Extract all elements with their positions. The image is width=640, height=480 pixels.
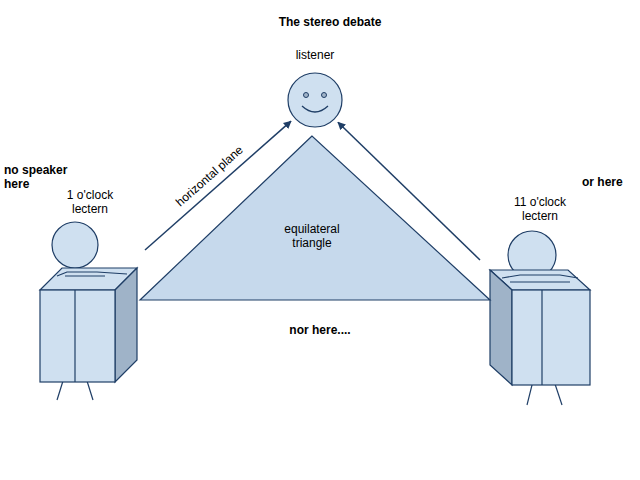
node-shape bbox=[480, 225, 600, 410]
note-label: no speaker here bbox=[4, 163, 78, 191]
label-wrap: no speaker here bbox=[4, 163, 78, 191]
edge-label: horizontal plane bbox=[171, 141, 247, 210]
lectern-figure: 11 o'clock lectern bbox=[480, 195, 600, 405]
node-shape bbox=[287, 72, 343, 128]
note-label: or here bbox=[582, 175, 638, 189]
node-shape bbox=[35, 218, 145, 403]
title-wrap: The stereo debate bbox=[200, 15, 460, 29]
node-text: 11 o'clock lectern bbox=[500, 195, 580, 223]
node-text: listener bbox=[257, 48, 373, 62]
listener-head: listener bbox=[287, 72, 343, 128]
node-text: equilateral triangle bbox=[267, 222, 357, 250]
lectern-figure: 1 o'clock lectern bbox=[35, 188, 145, 403]
node-shape bbox=[140, 136, 490, 302]
title: The stereo debate bbox=[200, 15, 460, 29]
label-wrap: or here bbox=[582, 175, 638, 189]
equilateral-triangle: equilateral triangle bbox=[140, 136, 490, 302]
label-wrap: nor here.... bbox=[250, 323, 390, 337]
node-text: 1 o'clock lectern bbox=[50, 188, 130, 216]
note-label: nor here.... bbox=[250, 323, 390, 337]
